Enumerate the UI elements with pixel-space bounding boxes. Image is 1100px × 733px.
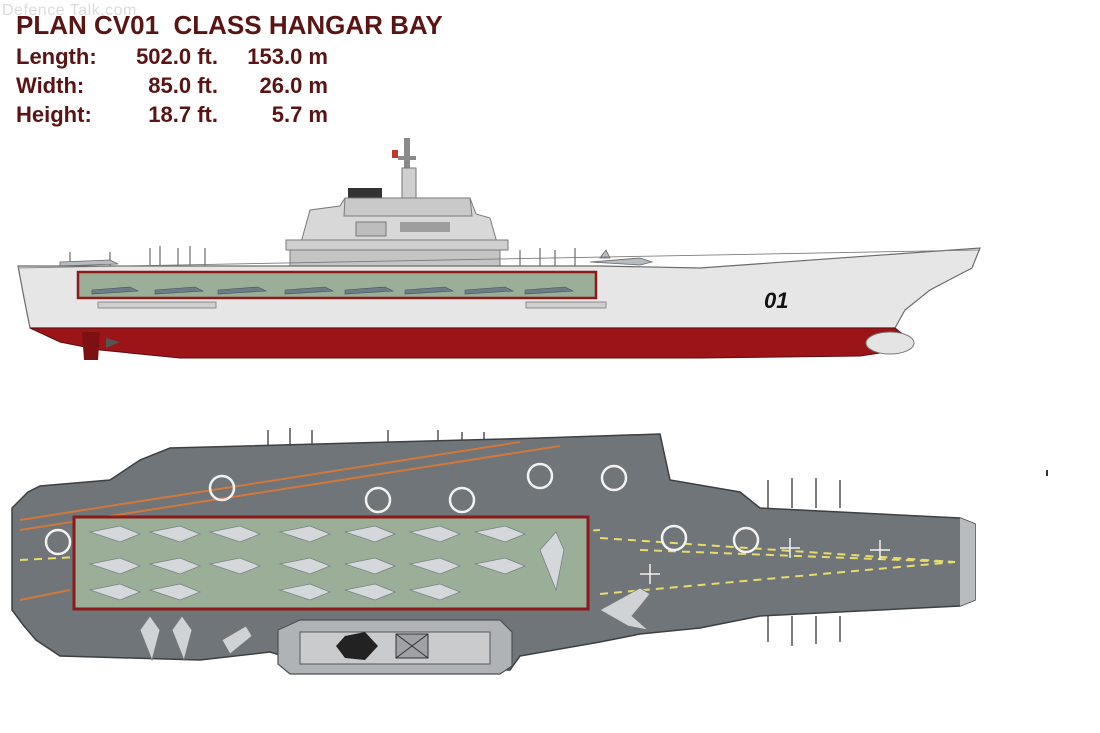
hull-lower	[29, 327, 906, 359]
spec-row-width: Width: 85.0 ft. 26.0 m	[16, 71, 356, 100]
deck-aircraft-top	[599, 587, 651, 631]
spec-feet: 85.0 ft.	[148, 73, 218, 98]
stray-mark	[1046, 470, 1048, 476]
page-title: PLAN CV01 CLASS HANGAR BAY	[16, 10, 443, 40]
spec-feet: 502.0 ft.	[136, 44, 218, 69]
spec-label: Height:	[16, 102, 92, 127]
top-down-view	[11, 428, 1048, 675]
hull-number: 01	[764, 288, 788, 313]
hangar-aircraft-side	[91, 286, 575, 295]
spec-meters: 153.0 m	[247, 44, 328, 69]
spec-row-length: Length: 502.0 ft. 153.0 m	[16, 42, 356, 71]
island-top-view	[277, 619, 513, 675]
deck-crosses	[640, 538, 890, 584]
hangar-aircraft-top	[88, 525, 565, 601]
spec-meters: 26.0 m	[259, 73, 329, 98]
deck-aircraft-side	[59, 249, 654, 267]
sponson-right	[525, 301, 607, 309]
spec-label: Length:	[16, 44, 97, 69]
side-profile-view: 01	[17, 138, 981, 360]
specs-table: Length: 502.0 ft. 153.0 m Width: 85.0 ft…	[16, 42, 356, 129]
flight-deck-line	[17, 249, 981, 269]
spec-feet: 18.7 ft.	[148, 102, 218, 127]
deck-antennas	[267, 428, 841, 646]
spec-meters: 5.7 m	[271, 102, 328, 127]
parked-aircraft-lower	[139, 615, 253, 662]
sponson-left	[97, 301, 217, 309]
watermark-text: Defence Talk.com	[2, 2, 137, 19]
spec-label: Width:	[16, 73, 85, 98]
bow-edge	[960, 518, 975, 606]
spec-row-height: Height: 18.7 ft. 5.7 m	[16, 100, 356, 129]
bulbous-bow	[865, 331, 915, 355]
propeller	[106, 338, 120, 348]
landing-spots	[44, 462, 760, 556]
island-superstructure	[285, 138, 509, 269]
rudder	[82, 332, 100, 360]
